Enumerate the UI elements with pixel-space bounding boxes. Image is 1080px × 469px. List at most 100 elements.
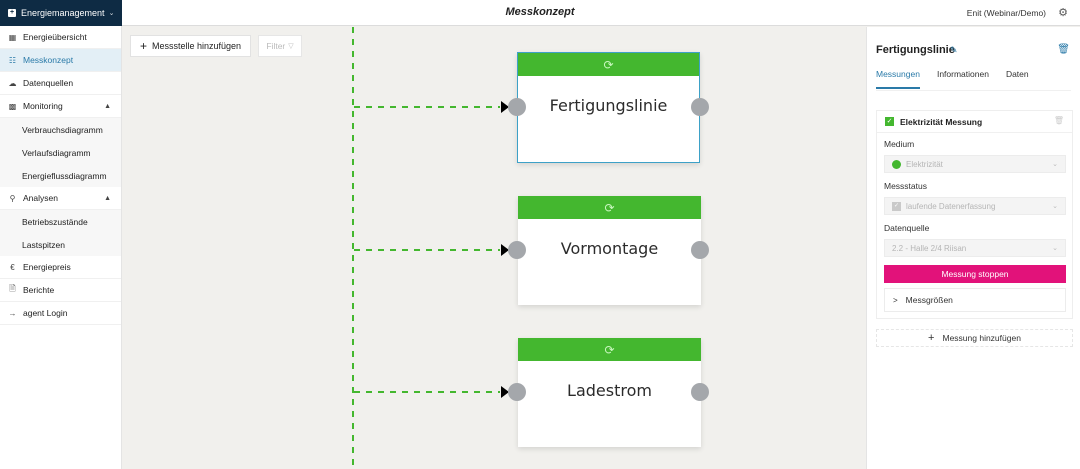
arrow-head-icon: [501, 244, 509, 256]
chart-icon: ▩: [8, 101, 17, 111]
status-checkbox-icon: ✓: [892, 201, 901, 211]
plus-icon: +: [928, 332, 935, 344]
diagram-canvas[interactable]: + Messstelle hinzufügen Filter ▽ ⟳ Ferti…: [122, 27, 866, 469]
node-header: ⟳: [518, 196, 701, 219]
trash-icon[interactable]: 🗑: [1057, 44, 1070, 55]
search-icon: ⚲: [9, 193, 16, 203]
chevron-right-icon: >: [893, 295, 898, 305]
measurement-title: Elektrizität Messung: [900, 116, 983, 127]
output-port[interactable]: [691, 383, 709, 401]
sidebar-item-agent-login[interactable]: → agent Login: [0, 302, 121, 325]
details-panel: Fertigungslinie ✎ 🗑 Messungen Informatio…: [866, 27, 1080, 469]
node-vormontage[interactable]: ⟳ Vormontage: [518, 196, 701, 305]
app-menu-label: Energiemanagement: [21, 8, 105, 18]
medium-select[interactable]: Elektrizität ⌄: [884, 155, 1066, 173]
sidebar-item-verbrauchsdiagramm[interactable]: Verbrauchsdiagramm: [0, 118, 121, 141]
sidebar-item-label: agent Login: [23, 308, 68, 318]
sync-icon: ⟳: [604, 200, 615, 215]
source-value: 2.2 - Halle 2/4 Riisan: [892, 243, 967, 253]
filter-label: Filter: [266, 41, 286, 51]
filter-button[interactable]: Filter ▽: [258, 35, 302, 57]
chevron-down-icon: ⌄: [108, 10, 115, 17]
node-label: Fertigungslinie: [549, 96, 668, 115]
measurement-card: ✓ Elektrizität Messung 🗑 Medium Elektriz…: [876, 110, 1073, 319]
sidebar-item-label: Berichte: [23, 285, 55, 295]
tab-daten[interactable]: Daten: [1005, 69, 1029, 79]
hierarchy-icon: ☷: [8, 55, 17, 65]
sidebar-item-verlaufsdiagramm[interactable]: Verlaufsdiagramm: [0, 141, 121, 164]
sidebar-item-label: Datenquellen: [23, 78, 74, 88]
status-label: Messstatus: [884, 181, 927, 191]
add-measuring-point-button[interactable]: + Messstelle hinzufügen: [130, 35, 252, 57]
sidebar-item-energiepreis[interactable]: € Energiepreis: [0, 256, 121, 279]
node-header: ⟳: [518, 53, 699, 76]
sidebar-item-monitoring[interactable]: ▩ Monitoring ▲: [0, 95, 121, 118]
connector-lines: [352, 27, 500, 469]
sidebar-item-messkonzept[interactable]: ☷ Messkonzept: [0, 49, 121, 72]
dashboard-icon: ▦: [8, 32, 17, 42]
chevron-up-icon: ▲: [104, 194, 111, 202]
arrow-head-icon: [501, 386, 509, 398]
sidebar-item-label: Energieübersicht: [23, 32, 87, 42]
sidebar-item-energieuebersicht[interactable]: ▦ Energieübersicht: [0, 26, 121, 49]
measurement-checkbox[interactable]: ✓: [885, 117, 894, 126]
sidebar: ▦ Energieübersicht ☷ Messkonzept ☁ Daten…: [0, 26, 122, 469]
output-port[interactable]: [691, 241, 709, 259]
chevron-down-icon: ⌄: [1052, 203, 1058, 210]
panel-tabs: Messungen Informationen Daten: [876, 69, 1046, 89]
output-port[interactable]: [691, 98, 709, 116]
node-header: ⟳: [518, 338, 701, 361]
sidebar-item-label: Messkonzept: [23, 55, 74, 65]
cloud-icon: ☁: [8, 78, 17, 88]
sidebar-item-datenquellen[interactable]: ☁ Datenquellen: [0, 72, 121, 95]
app-logo-icon: +: [8, 9, 16, 17]
gear-icon[interactable]: ⚙: [1058, 7, 1068, 19]
login-arrow-icon: →: [8, 308, 17, 318]
sync-icon: ⟳: [603, 57, 614, 72]
add-measuring-point-label: Messstelle hinzufügen: [152, 41, 242, 51]
tab-messungen[interactable]: Messungen: [876, 69, 920, 89]
sidebar-item-energieflussdiagramm[interactable]: Energieflussdiagramm: [0, 164, 121, 187]
node-label: Vormontage: [560, 239, 659, 258]
chevron-up-icon: ▲: [104, 102, 111, 110]
user-account-link[interactable]: Enit (Webinar/Demo): [966, 8, 1046, 18]
pencil-icon[interactable]: ✎: [950, 45, 958, 55]
stop-measurement-button[interactable]: Messung stoppen: [884, 265, 1066, 283]
sidebar-item-label: Energiepreis: [23, 262, 71, 272]
node-fertigungslinie[interactable]: ⟳ Fertigungslinie: [517, 52, 700, 163]
sidebar-item-betriebszustaende[interactable]: Betriebszustände: [0, 210, 121, 233]
app-menu-button[interactable]: + Energiemanagement ⌄: [0, 0, 122, 26]
measurement-card-header: ✓ Elektrizität Messung 🗑: [877, 111, 1072, 133]
page-title: Messkonzept: [505, 6, 575, 18]
plus-icon: +: [140, 39, 148, 53]
electricity-dot-icon: [892, 159, 901, 169]
tab-informationen[interactable]: Informationen: [936, 69, 989, 79]
node-ladestrom[interactable]: ⟳ Ladestrom: [518, 338, 701, 447]
sidebar-item-berichte[interactable]: 🗎 Berichte: [0, 279, 121, 302]
arrow-head-icon: [501, 101, 509, 113]
status-select[interactable]: ✓ laufende Datenerfassung ⌄: [884, 197, 1066, 215]
panel-title: Fertigungslinie: [876, 44, 955, 56]
source-select[interactable]: 2.2 - Halle 2/4 Riisan ⌄: [884, 239, 1066, 257]
chevron-down-icon: ⌄: [1052, 245, 1058, 252]
sidebar-item-label: Analysen: [23, 193, 58, 203]
input-port[interactable]: [508, 241, 526, 259]
chevron-down-icon: ⌄: [1052, 161, 1058, 168]
tabs-divider: [876, 90, 1071, 91]
medium-value: Elektrizität: [906, 159, 943, 169]
trash-icon[interactable]: 🗑: [1053, 116, 1064, 125]
euro-icon: €: [10, 262, 15, 272]
input-port[interactable]: [508, 383, 526, 401]
measurement-quantities-accordion[interactable]: > Messgrößen: [884, 288, 1066, 312]
medium-label: Medium: [884, 139, 915, 149]
sidebar-item-label: Monitoring: [23, 101, 63, 111]
quantities-label: Messgrößen: [905, 295, 953, 305]
status-value: laufende Datenerfassung: [906, 201, 996, 211]
sidebar-item-analysen[interactable]: ⚲ Analysen ▲: [0, 187, 121, 210]
source-label: Datenquelle: [884, 223, 930, 233]
add-measurement-button[interactable]: + Messung hinzufügen: [876, 329, 1073, 347]
sidebar-item-lastspitzen[interactable]: Lastspitzen: [0, 233, 121, 256]
top-bar: + Energiemanagement ⌄ Messkonzept Enit (…: [0, 0, 1080, 26]
document-icon: 🗎: [9, 284, 16, 293]
input-port[interactable]: [508, 98, 526, 116]
